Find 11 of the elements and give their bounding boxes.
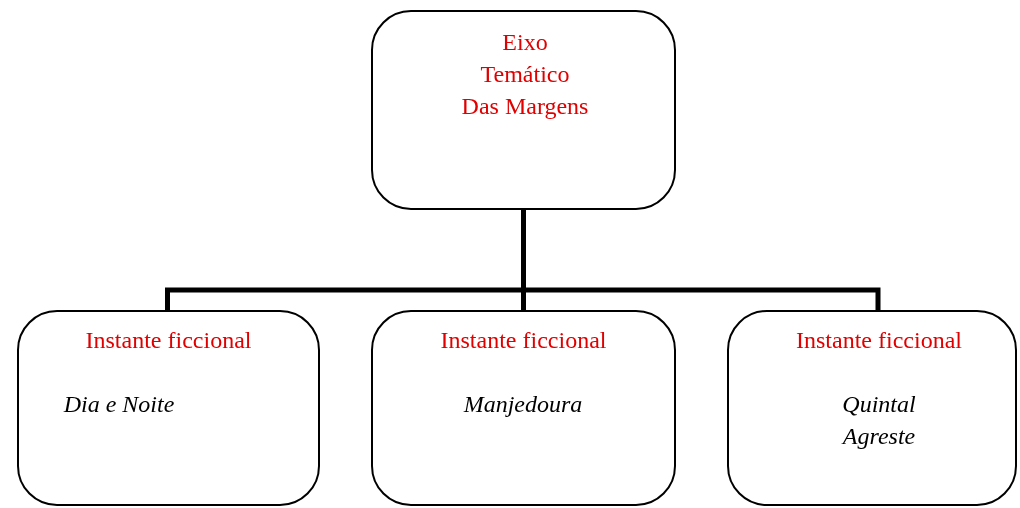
rounded-box — [371, 310, 676, 506]
box-text: Dia e Noite — [62, 390, 176, 419]
rounded-box — [727, 310, 1017, 506]
box-heading: Eixo Temático Das Margens — [460, 28, 590, 121]
box-text: Quintal Agreste — [840, 390, 917, 451]
box-heading: Instante ficcional — [439, 326, 608, 355]
rounded-box — [371, 10, 676, 210]
rounded-box — [17, 310, 320, 506]
box-text: Manjedoura — [462, 390, 584, 419]
box-heading: Instante ficcional — [795, 326, 963, 355]
box-heading: Instante ficcional — [84, 326, 253, 355]
